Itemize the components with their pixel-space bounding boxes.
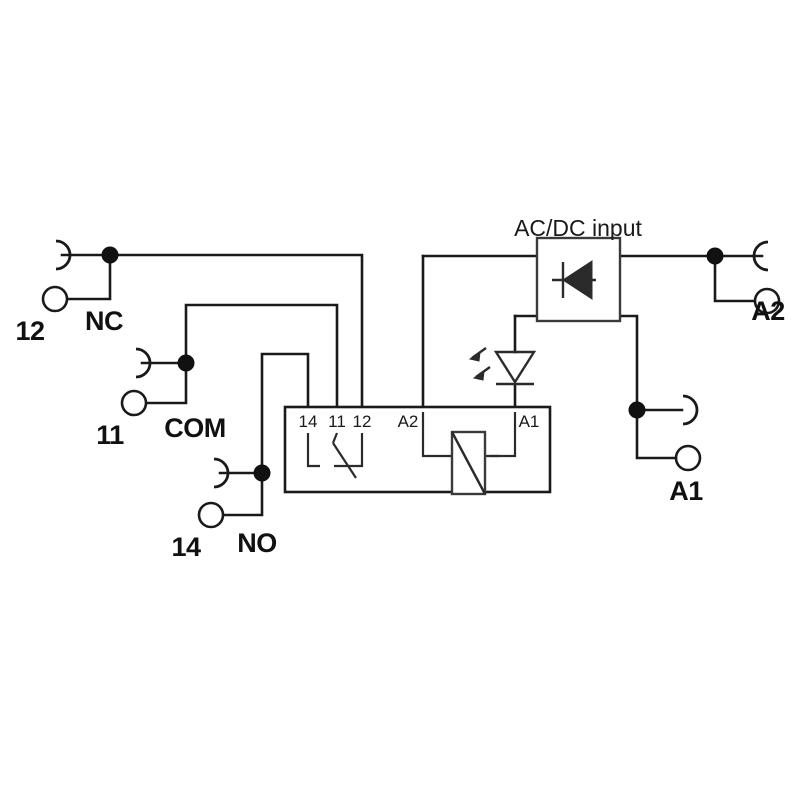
terminal-nc[interactable] bbox=[41, 239, 119, 313]
nc-bracket-icon[interactable] bbox=[55, 239, 72, 271]
label-function-com: COM bbox=[164, 413, 226, 443]
ac-dc-input-block bbox=[535, 236, 622, 323]
ac-dc-input-caption-group: AC/DC input bbox=[514, 215, 642, 241]
label-function-no: NO bbox=[237, 528, 277, 558]
led-arrow-2-head bbox=[472, 369, 485, 381]
wire-nc-to-terminal-12 bbox=[108, 253, 364, 409]
led-triangle bbox=[493, 350, 537, 385]
relay-terminal-label-11: 11 bbox=[328, 412, 346, 431]
no-bracket-icon[interactable] bbox=[213, 457, 230, 489]
changeover-contact-symbol bbox=[306, 432, 364, 479]
wire-com-to-terminal-11 bbox=[184, 303, 339, 409]
led-emission-arrows bbox=[468, 347, 491, 381]
wire-no-to-open-terminal bbox=[222, 471, 264, 517]
ac-dc-input-caption: AC/DC input bbox=[514, 215, 642, 241]
a2-junction-dot bbox=[706, 247, 724, 265]
coil-diagonal bbox=[450, 431, 487, 495]
wire-nc-to-open-terminal bbox=[66, 253, 112, 301]
label-function-nc: NC bbox=[85, 306, 123, 336]
wire-no-to-terminal-14 bbox=[260, 352, 310, 475]
terminal-no[interactable] bbox=[197, 457, 271, 529]
relay-outline bbox=[283, 405, 552, 494]
relay-terminal-label-a1: A1 bbox=[519, 412, 540, 431]
a2-bracket-icon[interactable] bbox=[752, 240, 769, 272]
a1-junction-dot bbox=[628, 401, 646, 419]
relay-module-box: 14 11 12 A2 A1 bbox=[283, 405, 552, 496]
nc-junction-dot bbox=[101, 246, 119, 264]
no-junction-dot bbox=[253, 464, 271, 482]
no-open-terminal-icon[interactable] bbox=[197, 501, 225, 529]
label-function-a1: A1 bbox=[669, 476, 703, 506]
contact-14-stub bbox=[306, 433, 320, 468]
com-open-terminal-icon[interactable] bbox=[120, 389, 148, 417]
coil-lead-a1 bbox=[490, 412, 517, 458]
wire-group-contacts bbox=[60, 253, 364, 517]
nc-open-terminal-icon[interactable] bbox=[41, 285, 69, 313]
label-number-12: 12 bbox=[15, 316, 44, 346]
a1-bracket-icon[interactable] bbox=[682, 394, 699, 426]
terminal-com[interactable] bbox=[120, 347, 195, 417]
contact-11-blade bbox=[332, 442, 357, 479]
led-arrow-1-head bbox=[468, 350, 481, 362]
com-bracket-icon[interactable] bbox=[135, 347, 152, 379]
wire-rectifier-to-a1-terminal bbox=[618, 314, 639, 412]
wire-com-to-open-terminal bbox=[145, 361, 188, 405]
relay-terminal-label-14: 14 bbox=[299, 412, 318, 431]
relay-terminal-label-12: 12 bbox=[353, 412, 372, 431]
terminal-a1[interactable] bbox=[628, 394, 702, 472]
com-junction-dot bbox=[177, 354, 195, 372]
status-led-symbol bbox=[468, 347, 537, 386]
relay-coil-symbol bbox=[421, 412, 517, 496]
label-number-11: 11 bbox=[96, 420, 124, 450]
wire-a2-to-open-terminal bbox=[713, 254, 757, 303]
diode-triangle bbox=[562, 260, 593, 300]
contact-12-stub bbox=[334, 433, 364, 468]
label-function-a2: A2 bbox=[751, 296, 785, 326]
a1-open-terminal-icon[interactable] bbox=[674, 444, 702, 472]
label-number-14: 14 bbox=[171, 532, 201, 562]
a2-open-terminal-icon[interactable] bbox=[753, 287, 781, 315]
terminal-a2[interactable] bbox=[706, 240, 781, 315]
contact-11-pivot bbox=[331, 432, 339, 444]
relay-terminal-label-a2: A2 bbox=[398, 412, 419, 431]
wire-a1-to-open-terminal bbox=[635, 408, 678, 460]
